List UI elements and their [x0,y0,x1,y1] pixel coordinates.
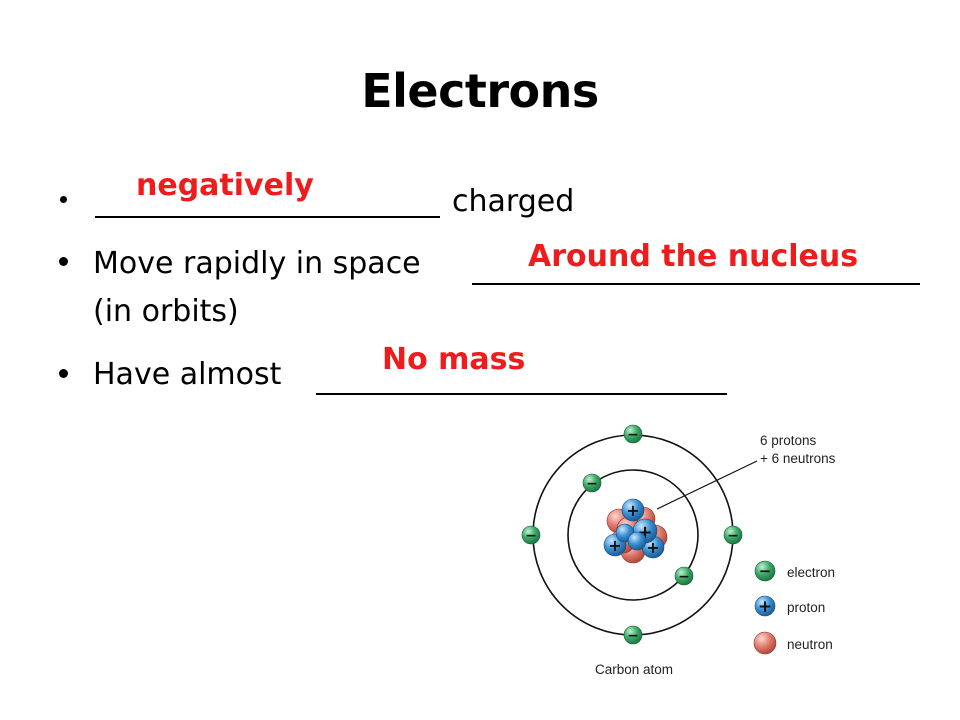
answer-around-nucleus: Around the nucleus [528,239,859,274]
svg-text:−: − [627,628,639,644]
svg-text:+: + [758,597,772,617]
legend-electron-label: electron [787,565,835,580]
electron [623,424,643,444]
electrons: − − − − − − [521,424,743,645]
proton [621,498,645,522]
bullet-text-3: Have almost [93,357,282,392]
blank-line-1 [95,216,440,218]
svg-text:+: + [626,501,639,520]
electron [674,566,694,586]
carbon-atom-diagram: + + + + − − − − − − 6 protons + 6 [521,424,836,677]
bullet-dot-3 [59,369,68,378]
inner-orbit [567,469,699,601]
slide-title: Electrons [361,64,599,118]
blank-line-3 [316,393,727,395]
svg-text:−: − [586,476,598,492]
bullet-text-1: charged [452,184,575,219]
electron [623,625,643,645]
nucleus-label-neutrons: + 6 neutrons [760,451,836,466]
svg-text:+: + [608,536,621,555]
svg-text:−: − [678,569,690,585]
answer-negatively: negatively [136,168,314,203]
legend-proton-icon [754,595,776,617]
electron [582,473,602,493]
answer-no-mass: No mass [382,342,526,377]
electron [521,525,541,545]
electron [723,525,743,545]
svg-text:−: − [525,528,537,544]
legend-neutron-label: neutron [787,637,833,652]
blank-line-2 [472,283,920,285]
bullet-continuation-2: (in orbits) [93,294,239,329]
nucleus: + + + + [603,498,668,564]
svg-text:−: − [727,528,739,544]
diagram-caption: Carbon atom [595,662,673,677]
nucleus-label-protons: 6 protons [760,433,817,448]
legend-electron-icon [754,560,776,582]
bullet-dot-2 [59,257,68,266]
legend-proton-label: proton [787,600,825,615]
svg-text:−: − [759,562,772,580]
proton [627,531,647,551]
bullet-dot-1 [60,196,67,203]
legend: − electron + proton neutron [753,560,835,655]
nucleus-pointer-line [656,460,758,510]
svg-text:−: − [627,427,639,443]
bullet-text-2: Move rapidly in space [93,246,421,281]
svg-text:+: + [646,538,659,557]
legend-neutron-icon [753,631,777,655]
